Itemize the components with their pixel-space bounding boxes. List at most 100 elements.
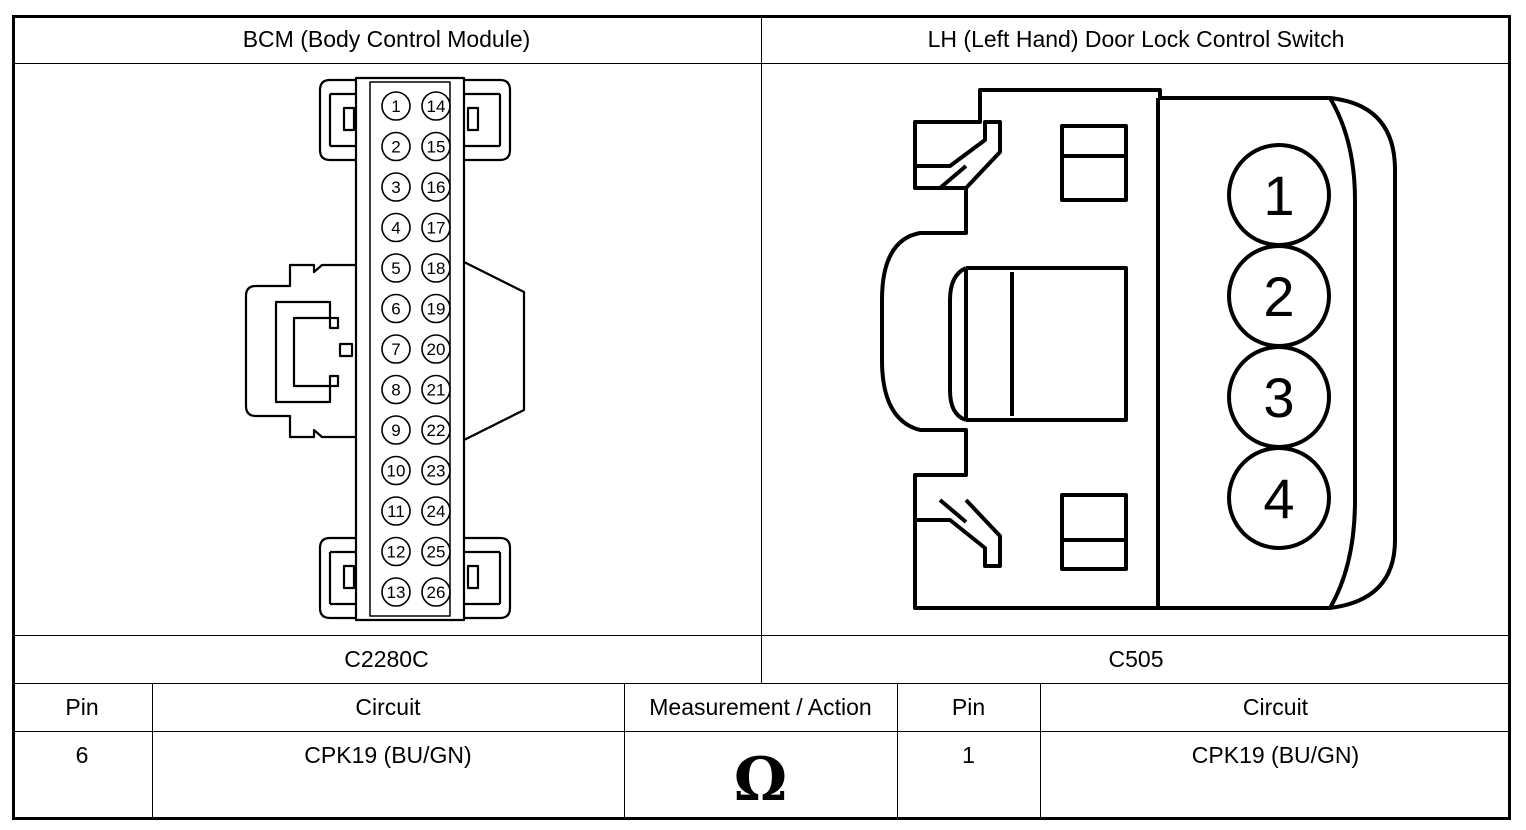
bcm-pin-9-circle — [381, 415, 411, 445]
door-switch-pin-3-label: 3 — [1263, 366, 1294, 429]
door-switch-pin-1-label: 1 — [1263, 164, 1294, 227]
table-col-divider-2 — [624, 683, 625, 820]
table-col-divider-3 — [897, 683, 898, 820]
door-switch-pin-1: 1 — [1227, 143, 1331, 247]
bcm-pin-2-circle — [381, 131, 411, 162]
bcm-pin-8-label: 8 — [391, 381, 400, 400]
bcm-pin-11-label: 11 — [387, 502, 405, 521]
bcm-pin-20: 20 — [421, 334, 451, 364]
bcm-pin-19-circle — [421, 293, 451, 324]
bcm-pin-9: 9 — [381, 415, 411, 445]
bcm-pin-25-circle — [421, 536, 451, 567]
bcm-pin-23-circle — [421, 455, 451, 486]
bcm-pin-5-circle — [381, 253, 411, 283]
bcm-pin-3-label: 3 — [391, 178, 400, 197]
bcm-connector-id: C2280C — [344, 646, 429, 672]
bcm-pin-25: 25 — [421, 536, 451, 567]
bcm-pin-1-circle — [381, 91, 411, 121]
bcm-pin-13-circle — [381, 577, 411, 607]
bcm-pin-19: 19 — [421, 293, 451, 324]
bcm-pin-4: 4 — [381, 212, 411, 243]
header-pin-left: Pin — [65, 694, 99, 720]
bcm-pin-8: 8 — [381, 374, 411, 405]
bcm-pin-19-label: 19 — [427, 300, 446, 319]
bcm-pin-16-circle — [421, 172, 451, 202]
door-switch-pin-4-label: 4 — [1263, 467, 1294, 530]
bcm-pin-17-circle — [421, 212, 451, 243]
bcm-pin-12-circle — [381, 536, 411, 567]
bcm-pin-16: 16 — [421, 172, 451, 202]
table-col-divider-4 — [1040, 683, 1041, 820]
bcm-pin-5-label: 5 — [391, 259, 400, 278]
bcm-pin-3: 3 — [381, 172, 411, 202]
bcm-pin-20-label: 20 — [427, 340, 446, 359]
bcm-pin-12: 12 — [381, 536, 411, 567]
header-circuit-left: Circuit — [355, 694, 421, 720]
bcm-pin-17-label: 17 — [427, 219, 446, 238]
bcm-pin-26-label: 26 — [427, 583, 446, 602]
table-col-divider-1 — [152, 683, 153, 820]
bcm-pin-10-label: 10 — [387, 462, 406, 481]
bcm-pin-6-label: 6 — [391, 300, 400, 319]
bcm-pin-15-circle — [421, 131, 451, 162]
bcm-pin-10-circle — [381, 455, 411, 486]
bcm-pin-13: 13 — [381, 577, 411, 607]
header-circuit-right: Circuit — [1242, 694, 1309, 720]
bcm-pin-21-label: 21 — [427, 381, 446, 400]
bcm-pin-2-label: 2 — [391, 138, 400, 157]
door-switch-connector-id: C505 — [1108, 646, 1164, 672]
bcm-pin-22: 22 — [421, 415, 451, 445]
bcm-pin-24-circle — [421, 496, 451, 526]
bcm-pin-24-label: 24 — [427, 502, 446, 521]
door-switch-connector-diagram: 1 2 3 4 — [880, 88, 1397, 610]
bcm-pin-18: 18 — [421, 253, 451, 283]
bcm-pin-23-label: 23 — [427, 462, 446, 481]
connector-column-divider — [761, 15, 762, 684]
bcm-pin-23: 23 — [421, 455, 451, 486]
bcm-pin-17: 17 — [421, 212, 451, 243]
bcm-pin-1-label: 1 — [391, 97, 400, 116]
bcm-pin-24: 24 — [421, 496, 451, 526]
bcm-pin-20-circle — [421, 334, 451, 364]
bcm-pin-16-label: 16 — [427, 178, 446, 197]
bcm-pin-13-label: 13 — [387, 583, 406, 602]
bcm-pin-14-circle — [421, 91, 451, 121]
door-switch-pin-2: 2 — [1227, 244, 1331, 348]
bcm-pin-14-label: 14 — [427, 97, 446, 116]
bcm-pin-4-circle — [381, 212, 411, 243]
row-pin-left: 6 — [75, 742, 89, 768]
ohm-symbol: Ω — [733, 745, 788, 815]
header-pin-right: Pin — [951, 694, 986, 720]
bcm-pin-7-label: 7 — [391, 340, 400, 359]
door-switch-pin-3: 3 — [1227, 345, 1331, 449]
bcm-pin-1: 1 — [381, 91, 411, 121]
bcm-pin-18-circle — [421, 253, 451, 283]
bcm-pin-15-label: 15 — [427, 138, 446, 157]
bcm-pin-7: 7 — [381, 334, 411, 364]
door-switch-connector-title: LH (Left Hand) Door Lock Control Switch — [927, 25, 1345, 52]
bcm-pin-8-circle — [381, 374, 411, 405]
row-pin-right: 1 — [962, 742, 975, 768]
bcm-pin-14: 14 — [421, 91, 451, 121]
bcm-pin-15: 15 — [421, 131, 451, 162]
bcm-pin-22-circle — [421, 415, 451, 445]
bcm-pin-3-circle — [381, 172, 411, 202]
bcm-pin-26-circle — [421, 577, 451, 607]
bcm-pin-10: 10 — [381, 455, 411, 486]
door-switch-pin-4-circle — [1227, 446, 1331, 550]
bcm-pin-25-label: 25 — [427, 543, 446, 562]
bcm-pin-6-circle — [381, 293, 411, 324]
bcm-pin-9-label: 9 — [391, 421, 400, 440]
bcm-connector-title: BCM (Body Control Module) — [242, 25, 531, 52]
table-header-divider — [12, 731, 1511, 732]
bcm-pin-5: 5 — [381, 253, 411, 283]
bcm-connector-diagram: 1234567891011121314151617181920212223242… — [244, 76, 526, 622]
bcm-pin-12-label: 12 — [387, 543, 406, 562]
bcm-pin-21: 21 — [421, 374, 451, 405]
bcm-pin-4-label: 4 — [391, 219, 400, 238]
bcm-pin-11: 11 — [381, 496, 411, 526]
bcm-pin-22-label: 22 — [427, 421, 446, 440]
row-circuit-left: CPK19 (BU/GN) — [304, 742, 472, 768]
bcm-pin-7-circle — [381, 334, 411, 364]
bcm-pin-21-circle — [421, 374, 451, 405]
